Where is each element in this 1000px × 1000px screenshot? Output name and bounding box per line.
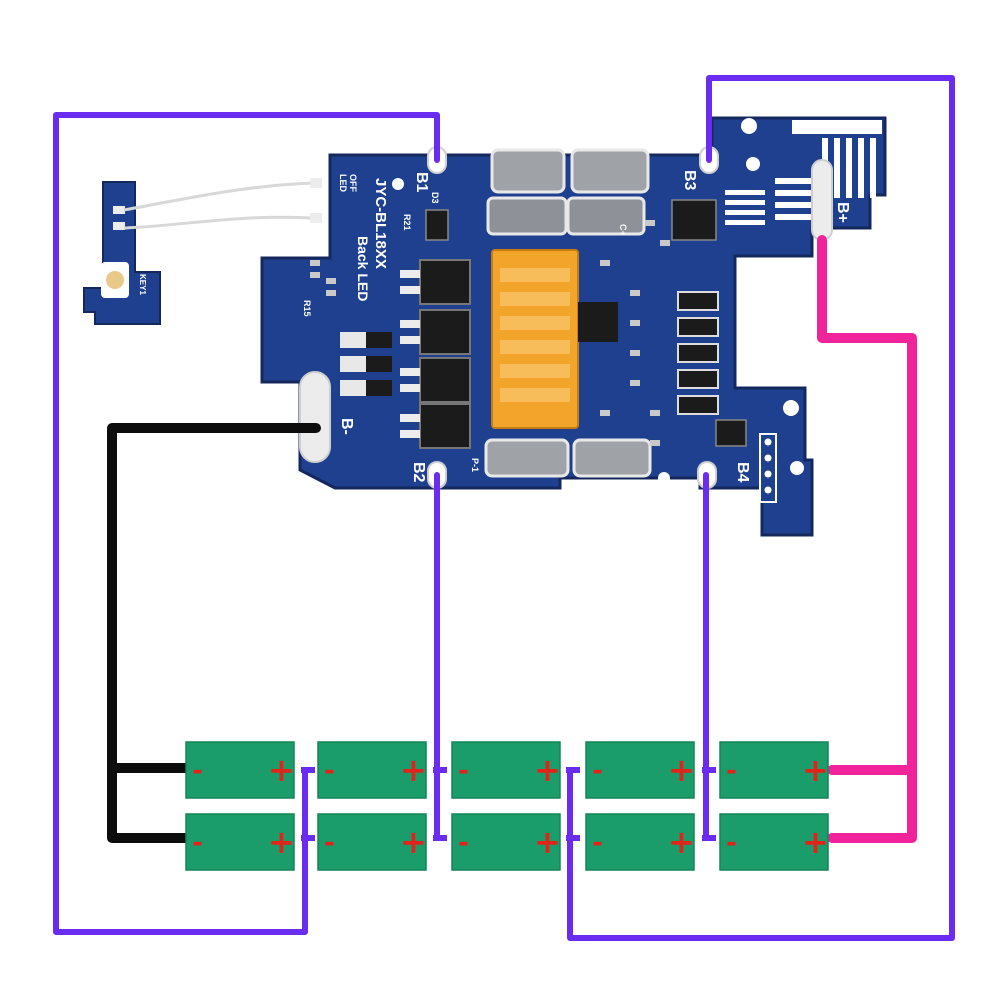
mount-hole	[658, 472, 670, 484]
cell-negative-terminal: -	[726, 756, 737, 786]
wire-b1-balance	[53, 112, 440, 935]
mount-hole	[790, 461, 804, 475]
series-link	[702, 835, 716, 841]
label-key: KEY	[318, 176, 328, 195]
mount-hole	[392, 178, 404, 190]
battery-cell-body	[185, 813, 295, 871]
label-key1: KEY1	[138, 274, 147, 295]
battery-cell: -+	[719, 813, 829, 871]
pin-header	[759, 433, 777, 503]
label-r21: R21	[402, 214, 412, 231]
cell-positive-terminal: +	[534, 751, 561, 789]
board-model-label: JYC-BL18XX	[372, 178, 389, 269]
pad-b-plus	[811, 159, 833, 241]
chip-resistors	[310, 220, 670, 446]
resistor-column	[677, 291, 719, 415]
battery-cell: -+	[317, 741, 427, 799]
battery-cell: -+	[451, 741, 561, 799]
bms-board: B1 B3 B2 B4 B- B+ JYC-BL18XX Back LED LE…	[260, 116, 887, 537]
cell-positive-terminal: +	[268, 751, 295, 789]
back-led-label: Back LED	[355, 236, 371, 301]
cell-negative-terminal: -	[458, 828, 469, 858]
battery-cell: -+	[585, 813, 695, 871]
series-link	[301, 835, 315, 841]
label-c-plus: C+	[618, 224, 628, 236]
balance-connector	[491, 249, 579, 429]
series-link	[702, 767, 716, 773]
battery-cell-body	[317, 813, 427, 871]
battery-cell-grid: -+-+-+-+-+-+-+-+-+-+	[185, 741, 829, 871]
cell-positive-terminal: +	[668, 823, 695, 861]
label-d3: D3	[430, 192, 440, 204]
key-board: KEY1	[83, 181, 161, 325]
pad-label-b3: B3	[681, 170, 698, 191]
cell-negative-terminal: -	[192, 828, 203, 858]
pad-label-b1: B1	[413, 172, 430, 193]
battery-cell: -+	[317, 813, 427, 871]
cell-negative-terminal: -	[592, 828, 603, 858]
cell-positive-terminal: +	[534, 823, 561, 861]
pad-label-b4: B4	[734, 462, 751, 483]
battery-cell: -+	[185, 741, 295, 799]
terminal-clip-bottom	[484, 438, 652, 478]
cell-positive-terminal: +	[802, 823, 829, 861]
battery-cell-body	[719, 741, 829, 799]
battery-cell-body	[719, 813, 829, 871]
battery-cell: -+	[585, 741, 695, 799]
series-link	[566, 767, 580, 773]
mount-hole	[783, 400, 799, 416]
cell-positive-terminal: +	[268, 823, 295, 861]
key-wire-1	[123, 181, 313, 212]
switch-button-icon	[106, 271, 124, 289]
cell-negative-terminal: -	[324, 756, 335, 786]
wire-negative	[107, 423, 321, 843]
solder-pads	[299, 146, 833, 489]
series-link	[433, 767, 447, 773]
key-wire-2	[123, 215, 313, 230]
wire-b3-balance	[567, 75, 955, 941]
cell-negative-terminal: -	[592, 756, 603, 786]
mount-hole	[746, 157, 760, 171]
cell-positive-terminal: +	[802, 751, 829, 789]
series-link	[433, 835, 447, 841]
pad-label-b2: B2	[410, 462, 427, 483]
mount-hole	[741, 118, 757, 134]
battery-cell-body	[585, 741, 695, 799]
contact-comb	[725, 120, 882, 225]
mosfet-array	[400, 259, 471, 449]
battery-cell-body	[451, 813, 561, 871]
cell-negative-terminal: -	[458, 756, 469, 786]
label-off: OFF	[348, 174, 358, 192]
label-r15: R15	[302, 300, 312, 317]
label-key-b: KEY	[318, 218, 328, 237]
terminal-clip-top	[486, 148, 650, 236]
battery-cell: -+	[185, 813, 295, 871]
cell-positive-terminal: +	[668, 751, 695, 789]
battery-cell-body	[585, 813, 695, 871]
label-r12: R12	[298, 238, 308, 255]
battery-cell: -+	[451, 813, 561, 871]
label-led: LED	[338, 174, 348, 193]
series-link	[566, 835, 580, 841]
pad-b-minus	[299, 371, 331, 463]
series-link	[301, 767, 315, 773]
cell-positive-terminal: +	[400, 823, 427, 861]
cell-positive-terminal: +	[400, 751, 427, 789]
wire-layer	[53, 75, 955, 941]
battery-cell-body	[451, 741, 561, 799]
battery-cell-body	[317, 741, 427, 799]
smd-components	[340, 199, 747, 447]
battery-cell-body	[185, 741, 295, 799]
pad-label-b-plus: B+	[834, 202, 851, 223]
battery-cell: -+	[719, 741, 829, 799]
wire-positive	[817, 235, 917, 843]
pad-label-b-minus: B-	[338, 418, 355, 435]
cell-negative-terminal: -	[726, 828, 737, 858]
label-p-minus: P-1	[470, 458, 480, 472]
cell-negative-terminal: -	[324, 828, 335, 858]
cell-negative-terminal: -	[192, 756, 203, 786]
